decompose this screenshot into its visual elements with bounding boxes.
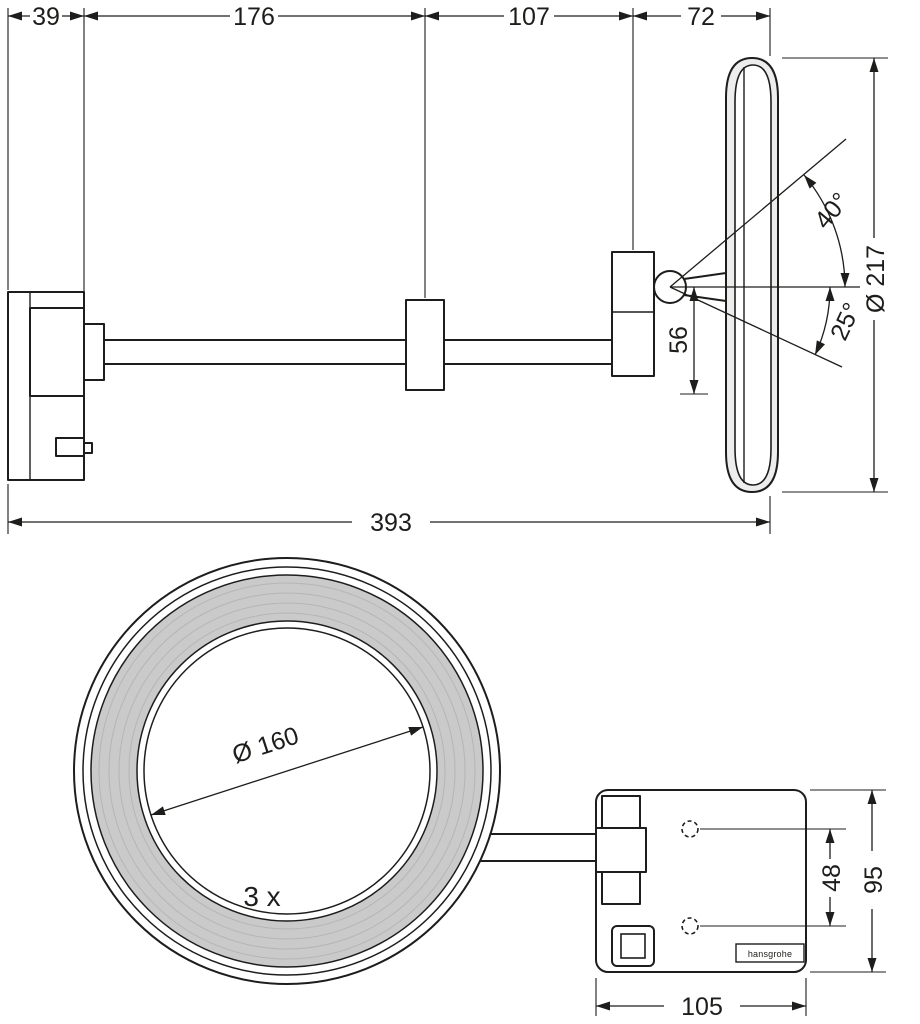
arrowhead	[8, 517, 22, 527]
brand-label: hansgrohe	[748, 949, 792, 959]
ring-texture-line	[128, 612, 446, 930]
power-switch-button	[620, 933, 646, 959]
ring-texture-line	[108, 592, 466, 950]
arrowhead	[70, 11, 84, 21]
dim-48-label: 48	[818, 864, 846, 892]
dim-plate-width-105: 105	[595, 978, 807, 1021]
wall-plate-side	[7, 291, 105, 481]
arrowhead	[411, 11, 425, 21]
arrowhead	[408, 727, 423, 736]
dim-line	[150, 726, 424, 816]
dim-hole-spacing-48: 48	[700, 828, 846, 927]
dim-95-label: 95	[860, 866, 888, 894]
arrowhead	[825, 829, 835, 843]
angle-ray-down	[669, 286, 843, 368]
mount-step	[83, 323, 105, 381]
arrowhead	[756, 11, 770, 21]
arm-bracket-middle	[595, 827, 647, 873]
arm-front	[479, 833, 605, 862]
dim-107-label: 107	[508, 3, 550, 31]
ring-texture-line	[118, 602, 456, 940]
screw-hole	[681, 820, 699, 838]
front-view: 3 x Ø 160 hansgrohe	[73, 557, 888, 1021]
arrowhead	[619, 11, 633, 21]
hansgrohe-logo: hansgrohe	[735, 943, 805, 963]
end-joint	[611, 251, 655, 377]
arrowhead	[756, 517, 770, 527]
switch-side	[55, 437, 85, 457]
dim-plate-height-95: 95	[810, 789, 888, 973]
logo-frame	[735, 943, 805, 963]
arrowhead	[633, 11, 647, 21]
wall-plate-front: hansgrohe	[595, 789, 807, 973]
arrowhead	[815, 340, 825, 355]
arm-bracket-top	[601, 795, 641, 829]
dim-72-label: 72	[687, 3, 715, 31]
dim-total-393: 393	[7, 484, 771, 537]
dim-56-label: 56	[665, 326, 693, 354]
arrowhead	[867, 958, 877, 972]
angle-arc-40	[803, 174, 846, 288]
dim-393-label: 393	[370, 509, 412, 537]
arrowhead	[869, 58, 879, 72]
top-dimension-chain: 39 176 107 72	[7, 3, 771, 306]
arrowhead	[425, 11, 439, 21]
magnification-label: 3 x	[243, 881, 280, 912]
screw-hole	[681, 917, 699, 935]
arrowhead	[804, 175, 817, 189]
arrowhead	[151, 806, 166, 815]
switch-nub	[83, 442, 93, 454]
dim-105-label: 105	[681, 993, 723, 1021]
swivel-arm	[103, 251, 727, 391]
ring-texture-line	[98, 582, 476, 960]
arrowhead	[689, 380, 699, 394]
dim-217-label: Ø 217	[862, 245, 890, 313]
side-view: 39 176 107 72	[7, 3, 890, 537]
arrowhead	[869, 478, 879, 492]
arm-bracket-bottom	[601, 871, 641, 905]
angle-ray-up	[669, 138, 847, 288]
dim-39-label: 39	[32, 3, 60, 31]
arrowhead	[84, 11, 98, 21]
ball-stem-line	[683, 272, 727, 280]
arrowhead	[867, 790, 877, 804]
mount-block	[29, 307, 85, 397]
ball-stem-line	[683, 294, 727, 302]
arrowhead	[689, 287, 699, 301]
dim-diameter-217: Ø 217	[782, 57, 890, 493]
arrowhead	[825, 912, 835, 926]
dim-offset-56: 56	[665, 286, 708, 395]
arrowhead	[792, 1001, 806, 1011]
mirror-glass-outline	[734, 64, 772, 486]
arrowhead	[596, 1001, 610, 1011]
mid-joint	[405, 299, 445, 391]
arrowhead	[8, 11, 22, 21]
dim-176-label: 176	[233, 3, 275, 31]
angle-25-label: 25°	[825, 299, 866, 345]
arrowhead	[825, 287, 835, 301]
arrowhead	[840, 273, 850, 287]
mirror-side	[725, 56, 779, 494]
angle-40-label: 40°	[809, 187, 855, 234]
glass-inner-edge	[143, 627, 431, 915]
mirror-rim-contour	[82, 566, 492, 976]
